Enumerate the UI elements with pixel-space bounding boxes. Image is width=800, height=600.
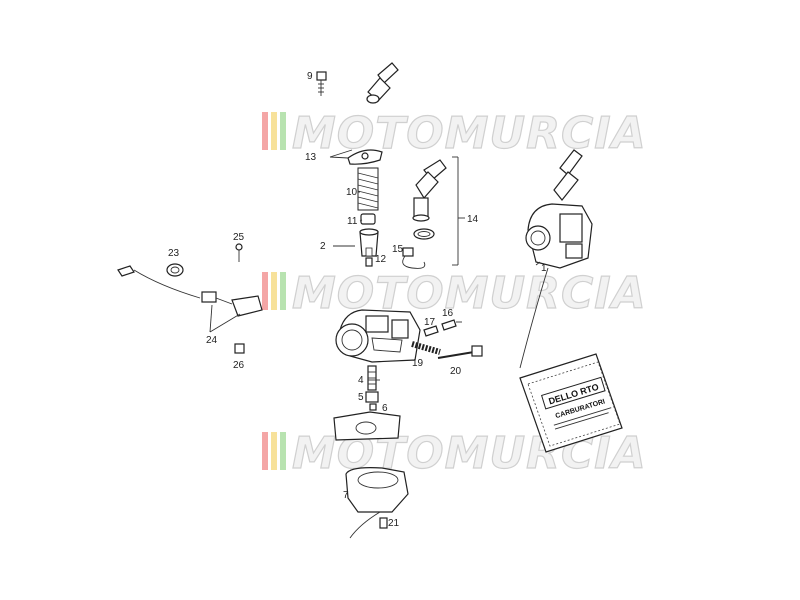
callout-4: 4 [358, 375, 364, 386]
carburetor-body [335, 309, 421, 363]
callout-14: 14 [467, 214, 479, 225]
callout-26: 26 [233, 360, 245, 371]
part-6-washer [369, 403, 377, 411]
part-10-spring [357, 167, 379, 211]
part-13-plate [329, 149, 383, 165]
assembled-carburetor [519, 149, 593, 369]
leader-lines [333, 191, 541, 381]
callout-24: 24 [206, 335, 218, 346]
watermark-top: MOTOMURCIA [262, 107, 647, 160]
callout-1: 1 [541, 263, 547, 274]
part-9-screw [316, 71, 327, 96]
callout-21: 21 [388, 518, 400, 529]
callout-16: 16 [442, 308, 454, 319]
part-11-clip [360, 213, 376, 225]
part-19-spring [411, 341, 441, 355]
part-4-jet-holder [367, 365, 377, 391]
part-26-clip [234, 343, 245, 354]
part-20-idle-screw [437, 345, 483, 359]
part-14-choke [412, 156, 459, 266]
part-float [333, 411, 401, 441]
part-25-screw [235, 243, 243, 262]
callout-6: 6 [382, 403, 388, 414]
part-24-electric-choke [117, 265, 263, 333]
callout-15: 15 [392, 244, 404, 255]
part-2-slide [359, 228, 379, 257]
callout-13: 13 [305, 152, 317, 163]
callout-23: 23 [168, 248, 180, 259]
callout-17: 17 [424, 317, 436, 328]
callout-2: 2 [320, 241, 326, 252]
watermark-text-top: MOTOMURCIA [292, 108, 647, 159]
callout-12: 12 [375, 254, 387, 265]
callout-19: 19 [412, 358, 424, 369]
carburettor-kit-bag: DELLO RTO CARBURATORI [519, 353, 623, 453]
callout-11: 11 [347, 216, 358, 227]
part-15-plunger [402, 247, 426, 269]
part-21-drain-screw [379, 517, 388, 529]
callout-20: 20 [450, 366, 462, 377]
watermark-text-middle: MOTOMURCIA [292, 268, 647, 319]
callout-25: 25 [233, 232, 245, 243]
part-7-float-bowl [345, 467, 409, 539]
part-12-needle [365, 257, 373, 267]
part-5-main-jet [365, 391, 379, 403]
callout-7: 7 [343, 490, 349, 501]
callout-10: 10 [346, 187, 358, 198]
callout-9: 9 [307, 71, 313, 82]
part-16-screw [441, 319, 462, 331]
part-17-jet [423, 325, 439, 337]
part-23-grommet [166, 263, 184, 277]
callout-5: 5 [358, 392, 364, 403]
throttle-cable-end [366, 62, 399, 104]
watermark-middle: MOTOMURCIA [262, 267, 647, 320]
